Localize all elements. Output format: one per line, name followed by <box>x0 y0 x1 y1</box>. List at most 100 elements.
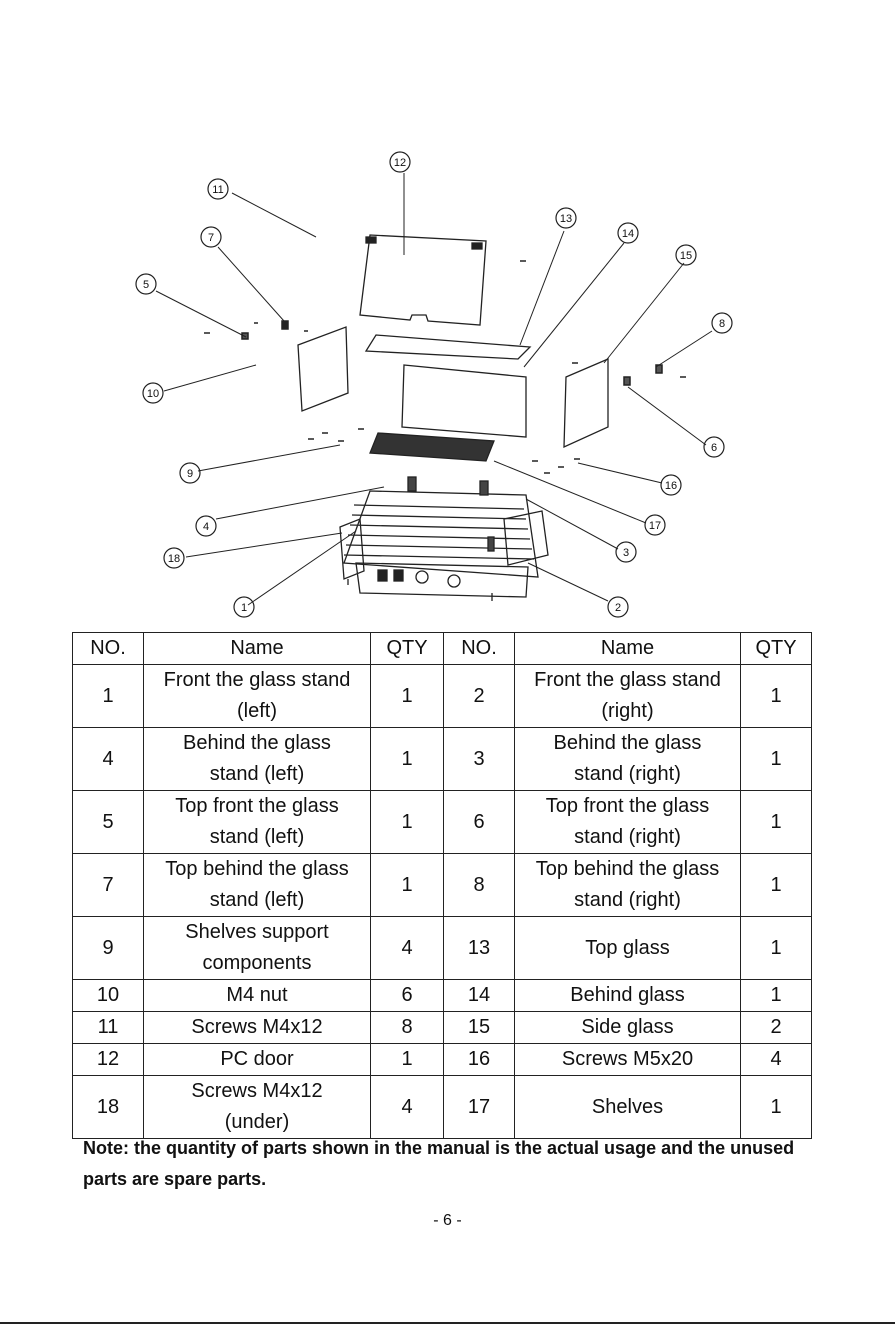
exploded-parts-diagram: 11 12 13 14 15 7 5 10 8 6 9 16 17 4 3 18… <box>108 115 798 625</box>
callout-3: 3 <box>623 547 629 559</box>
header-name: Name <box>514 632 741 665</box>
callout-10: 10 <box>147 388 159 400</box>
callout-14: 14 <box>622 228 634 240</box>
callout-7: 7 <box>208 232 214 244</box>
cell-name: Screws M4x12 (under) <box>143 1075 371 1139</box>
cell-no: 9 <box>72 916 144 980</box>
cell-qty: 1 <box>740 727 812 791</box>
cell-no: 3 <box>443 727 515 791</box>
cell-qty: 1 <box>740 1075 812 1139</box>
leader-lines <box>155 173 713 606</box>
left-side-glass-drawing <box>297 326 349 412</box>
cell-name: Top behind the glass stand (right) <box>514 853 741 917</box>
callout-17: 17 <box>649 520 661 532</box>
table-header-row: NO. Name QTY NO. Name QTY <box>72 632 812 665</box>
roller-grill-drawing <box>339 476 549 601</box>
cell-qty: 1 <box>740 790 812 854</box>
cell-name: Shelves support components <box>143 916 371 980</box>
cell-no: 17 <box>443 1075 515 1139</box>
note-text: Note: the quantity of parts shown in the… <box>83 1138 795 1189</box>
cell-name: Screws M4x12 <box>143 1011 371 1044</box>
cell-no: 8 <box>443 853 515 917</box>
header-qty: QTY <box>370 632 444 665</box>
cell-no: 13 <box>443 916 515 980</box>
cell-no: 16 <box>443 1043 515 1076</box>
cell-no: 14 <box>443 979 515 1012</box>
cell-qty: 4 <box>370 916 444 980</box>
cell-no: 10 <box>72 979 144 1012</box>
cell-name: Shelves <box>514 1075 741 1139</box>
callout-6: 6 <box>711 442 717 454</box>
cell-name: Front the glass stand (right) <box>514 664 741 728</box>
cell-no: 15 <box>443 1011 515 1044</box>
callout-circles <box>135 151 733 618</box>
callout-2: 2 <box>615 602 621 614</box>
cell-name: Behind the glass stand (right) <box>514 727 741 791</box>
cell-qty: 1 <box>740 664 812 728</box>
callout-16: 16 <box>665 480 677 492</box>
cell-qty: 1 <box>370 727 444 791</box>
callout-15: 15 <box>680 250 692 262</box>
cell-no: 4 <box>72 727 144 791</box>
callout-11: 11 <box>212 184 223 196</box>
cell-qty: 4 <box>740 1043 812 1076</box>
cell-name: Top behind the glass stand (left) <box>143 853 371 917</box>
callout-1: 1 <box>241 602 247 614</box>
cell-qty: 1 <box>740 979 812 1012</box>
behind-glass-drawing <box>401 364 527 438</box>
cell-name: Behind the glass stand (left) <box>143 727 371 791</box>
cell-qty: 1 <box>370 1043 444 1076</box>
cell-name: Top front the glass stand (right) <box>514 790 741 854</box>
cell-qty: 6 <box>370 979 444 1012</box>
cell-no: 18 <box>72 1075 144 1139</box>
cell-name: M4 nut <box>143 979 371 1012</box>
header-no: NO. <box>72 632 144 665</box>
header-qty: QTY <box>740 632 812 665</box>
callout-13: 13 <box>560 213 572 225</box>
cell-qty: 1 <box>740 853 812 917</box>
cell-no: 11 <box>72 1011 144 1044</box>
cell-qty: 2 <box>740 1011 812 1044</box>
bottom-rule <box>0 1322 895 1324</box>
right-side-glass-drawing <box>563 358 609 449</box>
cell-name: Behind glass <box>514 979 741 1012</box>
callout-4: 4 <box>203 521 209 533</box>
cell-qty: 1 <box>370 790 444 854</box>
header-no: NO. <box>443 632 515 665</box>
cell-name: Screws M5x20 <box>514 1043 741 1076</box>
callout-5: 5 <box>143 279 149 291</box>
cell-qty: 1 <box>370 664 444 728</box>
cell-no: 2 <box>443 664 515 728</box>
cell-qty: 1 <box>370 853 444 917</box>
callout-18: 18 <box>168 553 180 565</box>
page-number: - 6 - <box>433 1212 462 1229</box>
cell-qty: 4 <box>370 1075 444 1139</box>
cell-name: Top front the glass stand (left) <box>143 790 371 854</box>
shelves-drawing <box>369 432 495 462</box>
cell-name: Front the glass stand (left) <box>143 664 371 728</box>
header-name: Name <box>143 632 371 665</box>
cell-no: 5 <box>72 790 144 854</box>
callout-labels: 11 12 13 14 15 7 5 10 8 6 9 16 17 4 3 18… <box>143 157 725 614</box>
cell-name: Top glass <box>514 916 741 980</box>
cell-qty: 8 <box>370 1011 444 1044</box>
callout-9: 9 <box>187 468 193 480</box>
callout-12: 12 <box>394 157 406 169</box>
top-glass-drawing <box>364 334 532 360</box>
cell-no: 12 <box>72 1043 144 1076</box>
cell-qty: 1 <box>740 916 812 980</box>
cell-no: 7 <box>72 853 144 917</box>
cell-no: 6 <box>443 790 515 854</box>
callout-8: 8 <box>719 318 725 330</box>
cell-no: 1 <box>72 664 144 728</box>
pc-door-drawing <box>359 234 487 326</box>
